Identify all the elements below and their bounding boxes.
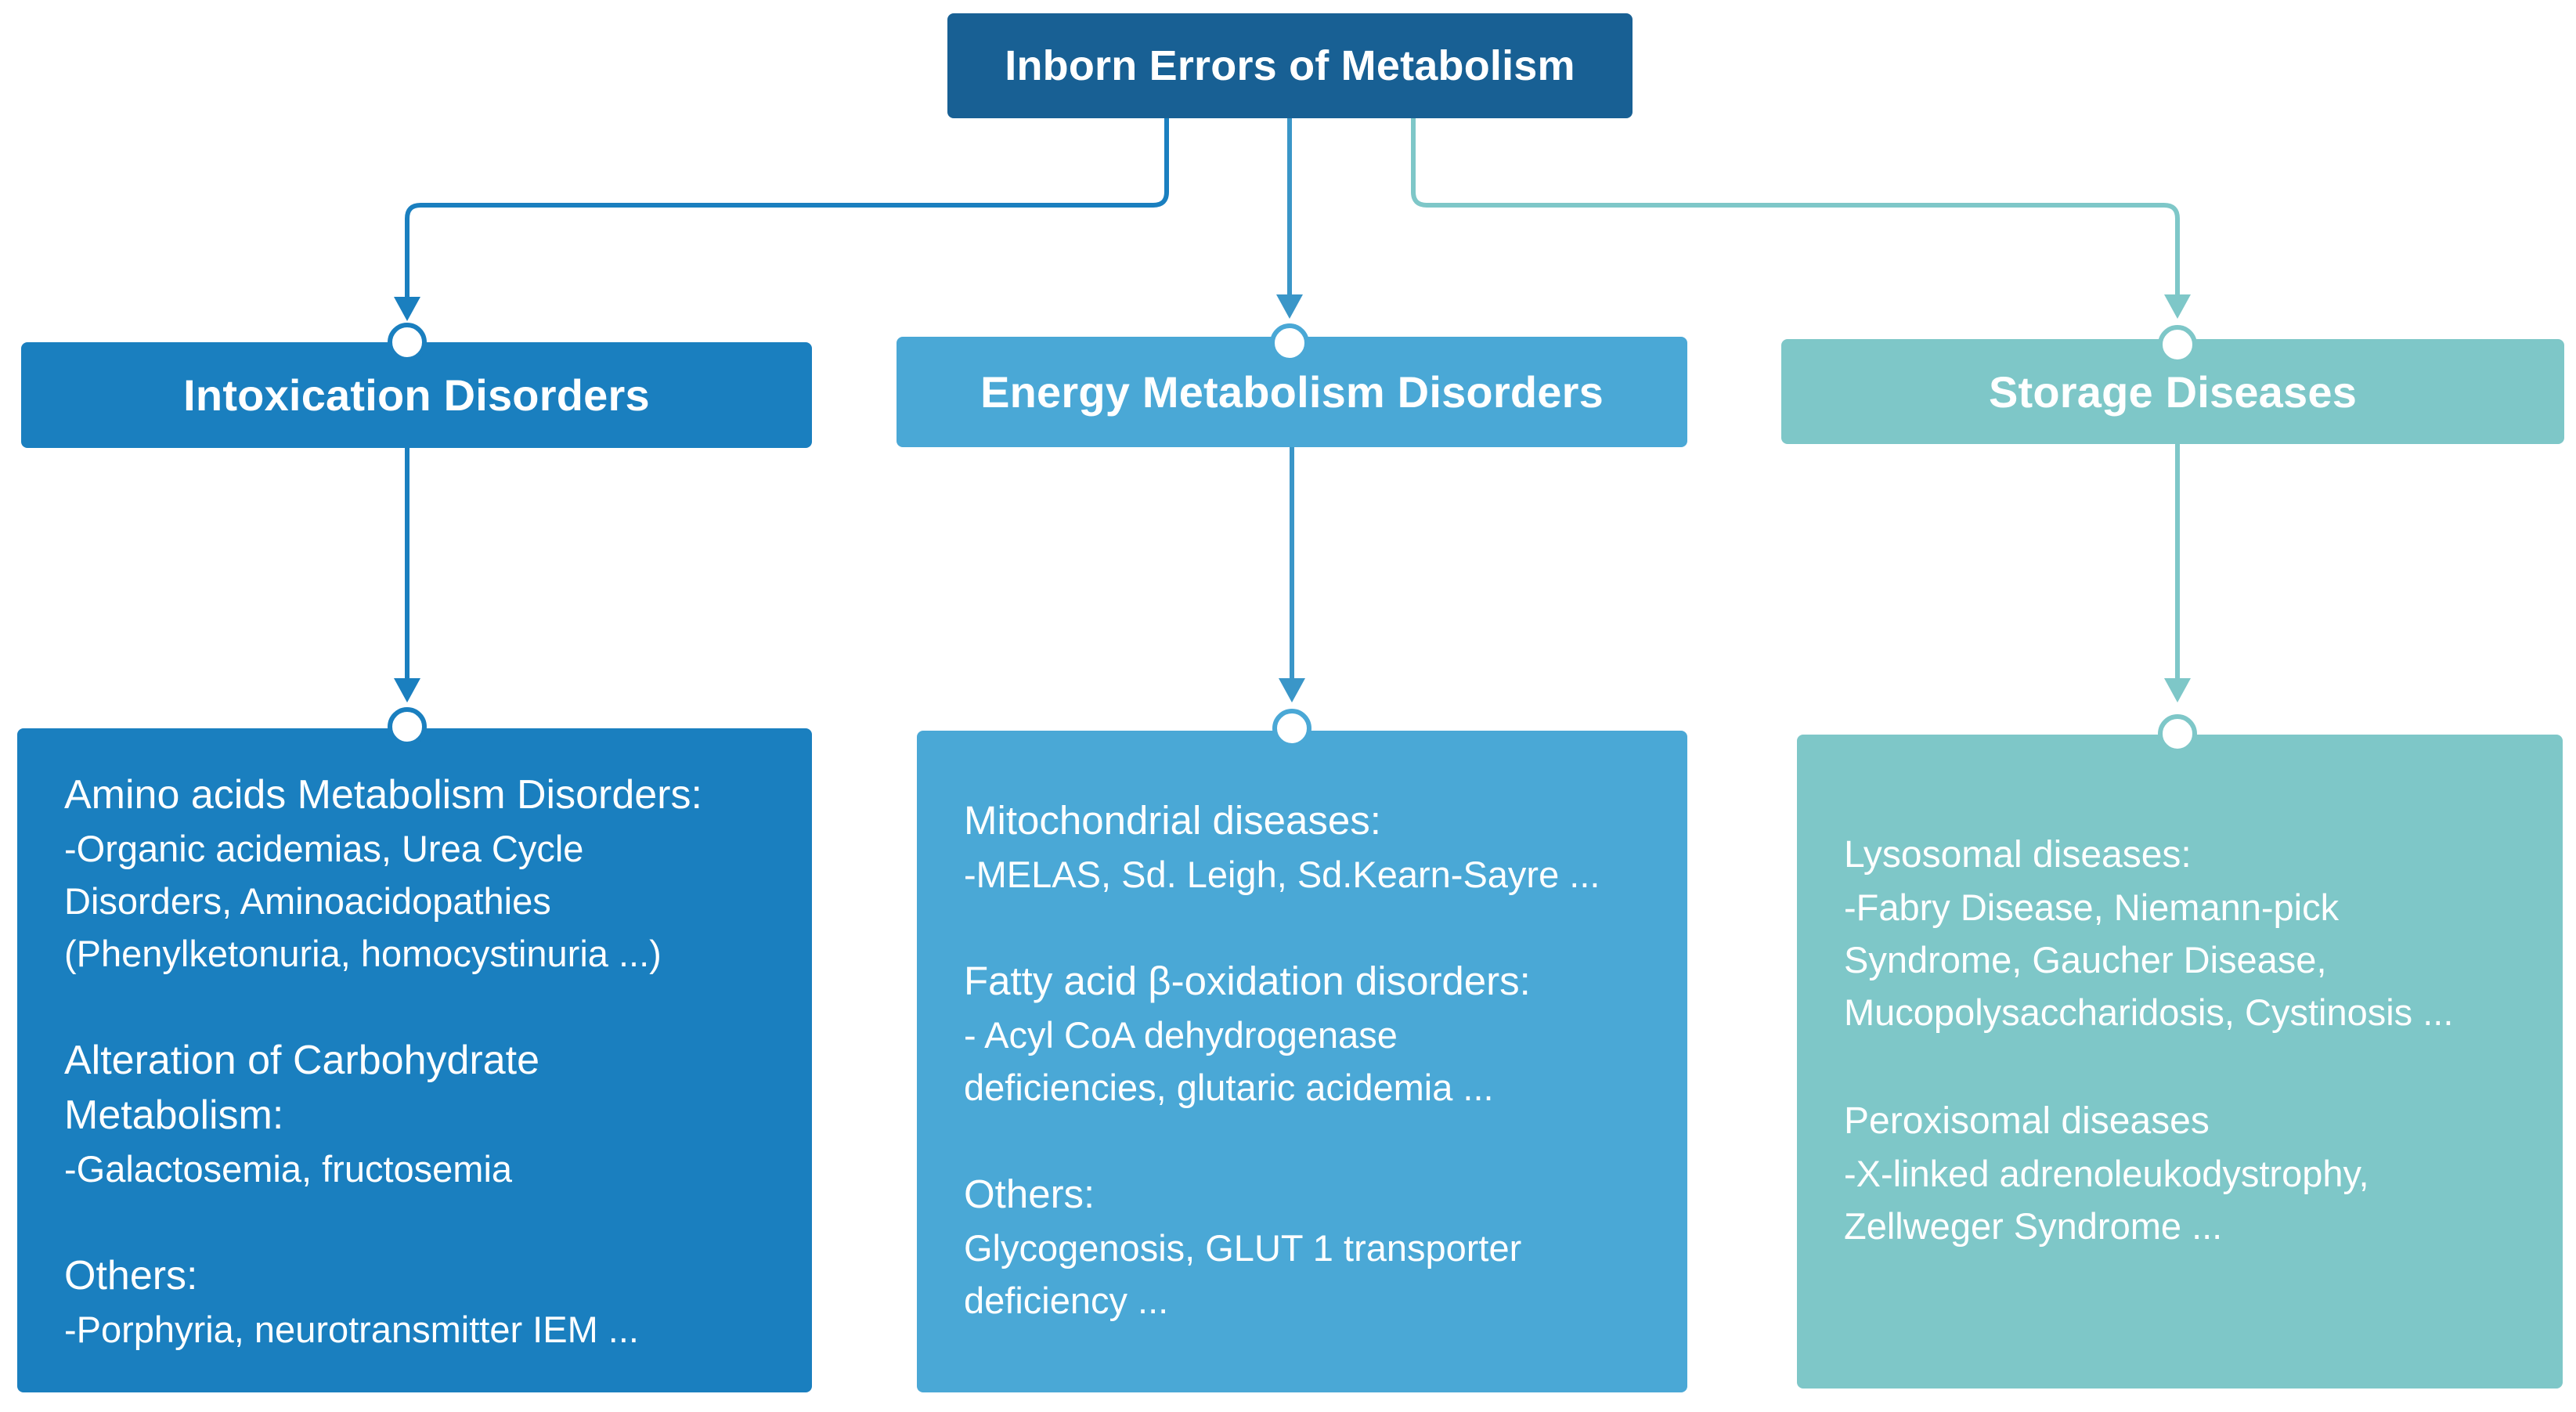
section-body: -X-linked adrenoleukodystrophy, Zellwege… bbox=[1844, 1153, 2369, 1247]
arrowhead-storage-detail bbox=[2164, 678, 2191, 702]
section-body: -Fabry Disease, Niemann-pick Syndrome, G… bbox=[1844, 887, 2454, 1033]
detail-box-energy: Mitochondrial diseases: -MELAS, Sd. Leig… bbox=[917, 731, 1687, 1392]
detail-section: Others: -Porphyria, neurotransmitter IEM… bbox=[64, 1248, 788, 1356]
detail-section: Others: Glycogenosis, GLUT 1 transporter… bbox=[964, 1167, 1664, 1327]
section-heading: Alteration of Carbohydrate Metabolism: bbox=[64, 1038, 540, 1138]
arrowhead-energy bbox=[1276, 294, 1303, 319]
detail-section: Alteration of Carbohydrate Metabolism: -… bbox=[64, 1033, 788, 1195]
category-title-energy: Energy Metabolism Disorders bbox=[980, 367, 1604, 417]
category-title-storage: Storage Diseases bbox=[1988, 367, 2358, 417]
category-box-energy: Energy Metabolism Disorders bbox=[897, 337, 1687, 447]
section-body: Glycogenosis, GLUT 1 transporter deficie… bbox=[964, 1227, 1522, 1321]
section-body: -Porphyria, neurotransmitter IEM ... bbox=[64, 1309, 639, 1350]
detail-section: Lysosomal diseases: -Fabry Disease, Niem… bbox=[1844, 829, 2539, 1038]
category-box-intoxication: Intoxication Disorders bbox=[21, 342, 812, 448]
detail-section: Peroxisomal diseases -X-linked adrenoleu… bbox=[1844, 1095, 2539, 1252]
detail-section: Fatty acid β-oxidation disorders: - Acyl… bbox=[964, 954, 1664, 1114]
section-heading: Fatty acid β-oxidation disorders: bbox=[964, 959, 1531, 1003]
section-heading: Others: bbox=[964, 1172, 1095, 1216]
arrowhead-storage bbox=[2164, 294, 2191, 319]
section-heading: Mitochondrial diseases: bbox=[964, 798, 1381, 843]
detail-section: Mitochondrial diseases: -MELAS, Sd. Leig… bbox=[964, 793, 1664, 901]
root-box: Inborn Errors of Metabolism bbox=[947, 13, 1633, 118]
section-heading: Lysosomal diseases: bbox=[1844, 834, 2192, 876]
detail-box-intoxication: Amino acids Metabolism Disorders: -Organ… bbox=[17, 728, 812, 1392]
section-heading: Amino acids Metabolism Disorders: bbox=[64, 772, 702, 818]
connector-root-to-intoxication bbox=[405, 118, 1169, 300]
arrowhead-energy-detail bbox=[1279, 678, 1305, 702]
connector-root-to-storage bbox=[1411, 118, 2180, 298]
category-title-intoxication: Intoxication Disorders bbox=[183, 370, 650, 420]
section-body: -MELAS, Sd. Leigh, Sd.Kearn-Sayre ... bbox=[964, 854, 1600, 895]
detail-section: Amino acids Metabolism Disorders: -Organ… bbox=[64, 767, 788, 980]
section-heading: Peroxisomal diseases bbox=[1844, 1100, 2210, 1142]
detail-box-storage: Lysosomal diseases: -Fabry Disease, Niem… bbox=[1797, 735, 2563, 1389]
arrowhead-intoxication bbox=[394, 297, 420, 321]
arrowhead-intoxication-detail bbox=[394, 678, 420, 702]
section-heading: Others: bbox=[64, 1253, 198, 1298]
root-title: Inborn Errors of Metabolism bbox=[1005, 42, 1575, 89]
section-body: -Galactosemia, fructosemia bbox=[64, 1148, 513, 1190]
category-box-storage: Storage Diseases bbox=[1781, 339, 2564, 444]
section-body: -Organic acidemias, Urea Cycle Disorders… bbox=[64, 828, 662, 974]
section-body: - Acyl CoA dehydrogenase deficiencies, g… bbox=[964, 1014, 1494, 1108]
